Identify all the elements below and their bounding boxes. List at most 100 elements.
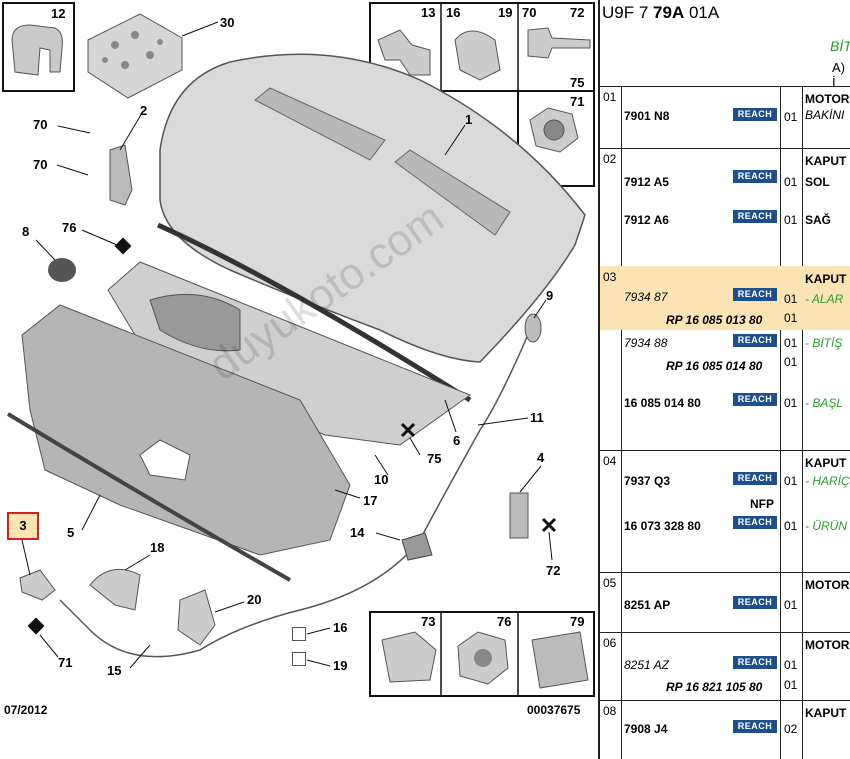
row-index: 08 [603,704,617,718]
callout-10: 10 [374,472,389,487]
quantity: 01 [784,678,798,692]
table-row[interactable]: 02 7912 A5 REACH 01 KAPUT SOL 7912 A6 RE… [600,148,850,267]
part-number[interactable]: 7934 87 [624,290,668,304]
reach-badge: REACH [733,334,777,347]
quantity: 01 [784,355,798,369]
quantity: 01 [784,110,798,124]
reach-badge: REACH [733,596,777,609]
row-index: 01 [603,90,617,104]
parts-table: U9F 7 79A 01A BİT A) İ 01 7901 N8 REACH … [598,0,850,759]
row-index: 02 [603,152,617,166]
callout-72b: 72 [546,563,561,578]
quantity: 01 [784,336,798,350]
table-row[interactable]: 08 7908 J4 REACH 02 KAPUT [600,700,850,759]
quantity: 01 [784,658,798,672]
column-divider [780,86,781,759]
part-number[interactable]: 8251 AZ [624,658,669,672]
callout-3-highlighted[interactable]: 3 [7,512,39,540]
part-number[interactable]: 7901 N8 [624,109,670,123]
header-line2: BİT [830,38,850,54]
reach-badge: REACH [733,108,777,121]
reach-badge: REACH [733,656,777,669]
reach-badge: REACH [733,516,777,529]
part-number[interactable]: 7934 88 [624,336,668,350]
description: MOTOR [805,578,850,592]
table-row[interactable]: 05 8251 AP REACH 01 MOTOR [600,572,850,633]
nfp-label: NFP [750,497,774,511]
callout-79: 79 [570,614,585,629]
reach-badge: REACH [733,170,777,183]
reach-badge: REACH [733,288,777,301]
header-line3: A) İ [832,60,845,90]
description: SAĞ [805,213,832,227]
callout-11: 11 [530,410,544,425]
callout-2: 2 [140,103,148,118]
row-index: 04 [603,454,617,468]
part-number[interactable]: 7912 A5 [624,175,669,189]
callout-75b: 75 [427,451,442,466]
callout-9: 9 [546,288,554,303]
callout-76b: 76 [497,614,512,629]
callout-72: 72 [570,5,585,20]
replacement-part-number[interactable]: RP 16 085 013 80 [666,313,763,327]
callout-30: 30 [220,15,235,30]
description: MOTOR [805,92,850,106]
description: KAPUT [805,154,847,168]
part-number[interactable]: 7908 J4 [624,722,668,736]
callout-4: 4 [537,450,545,465]
callout-18: 18 [150,540,165,555]
quantity: 01 [784,175,798,189]
callout-8: 8 [22,224,30,239]
column-divider [802,86,803,759]
model-code: U9F 7 79A 01A [602,3,720,22]
quantity: 01 [784,474,798,488]
callout-76: 76 [62,220,77,235]
part-number[interactable]: 7937 Q3 [624,474,671,488]
row-index: 06 [603,636,617,650]
description-sub: BAKİNI [805,108,845,122]
table-row[interactable]: 01 7901 N8 REACH 01 MOTOR BAKİNI [600,86,850,149]
quantity: 01 [784,292,798,306]
part-number[interactable]: 16 073 328 80 [624,519,701,533]
replacement-part-number[interactable]: RP 16 085 014 80 [666,359,763,373]
description: - BİTİŞ [805,336,843,350]
callout-71: 71 [570,94,585,109]
callout-1: 1 [465,112,473,127]
reach-badge: REACH [733,472,777,485]
replacement-part-number[interactable]: RP 16 821 105 80 [666,680,763,694]
square-marker-16 [292,627,306,641]
square-marker-19 [292,652,306,666]
callout-16b: 16 [333,620,348,635]
description: KAPUT [805,706,847,720]
callout-17: 17 [363,493,378,508]
callout-5: 5 [67,525,75,540]
table-header: U9F 7 79A 01A BİT A) İ [600,0,850,90]
row-index: 05 [603,576,617,590]
callout-19: 19 [498,5,513,20]
reach-badge: REACH [733,720,777,733]
part-number[interactable]: 7912 A6 [624,213,669,227]
part-number[interactable]: 8251 AP [624,598,671,612]
reach-badge: REACH [733,393,777,406]
description: - BAŞL [805,396,844,410]
callout-70b: 70 [33,117,48,132]
part-number[interactable]: 16 085 014 80 [624,396,701,410]
reach-badge: REACH [733,210,777,223]
diagram-code: 00037675 [527,703,581,717]
table-row[interactable]: 04 7937 Q3 REACH 01 KAPUT - HARİÇ NFP 16… [600,450,850,573]
table-row[interactable]: 06 8251 AZ REACH 01 MOTOR RP 16 821 105 … [600,632,850,701]
table-row[interactable]: 03 7934 87 REACH 01 KAPUT - ALAR RP 16 0… [600,266,850,451]
diagram-date: 07/2012 [4,703,48,717]
parts-diagram: 12 30 13 16 19 70 72 75 71 1 2 70 70 8 7… [2,2,595,717]
callout-75: 75 [570,75,585,90]
description-sub: - HARİÇ [805,474,850,488]
description: KAPUT [805,272,847,286]
column-divider [621,86,622,759]
row-index: 03 [603,270,617,284]
description-sub: - ALAR [805,292,844,306]
quantity: 01 [784,213,798,227]
callout-16: 16 [446,5,461,20]
exploded-view-drawing [2,2,595,697]
callout-14: 14 [350,525,365,540]
callout-19b: 19 [333,658,348,673]
